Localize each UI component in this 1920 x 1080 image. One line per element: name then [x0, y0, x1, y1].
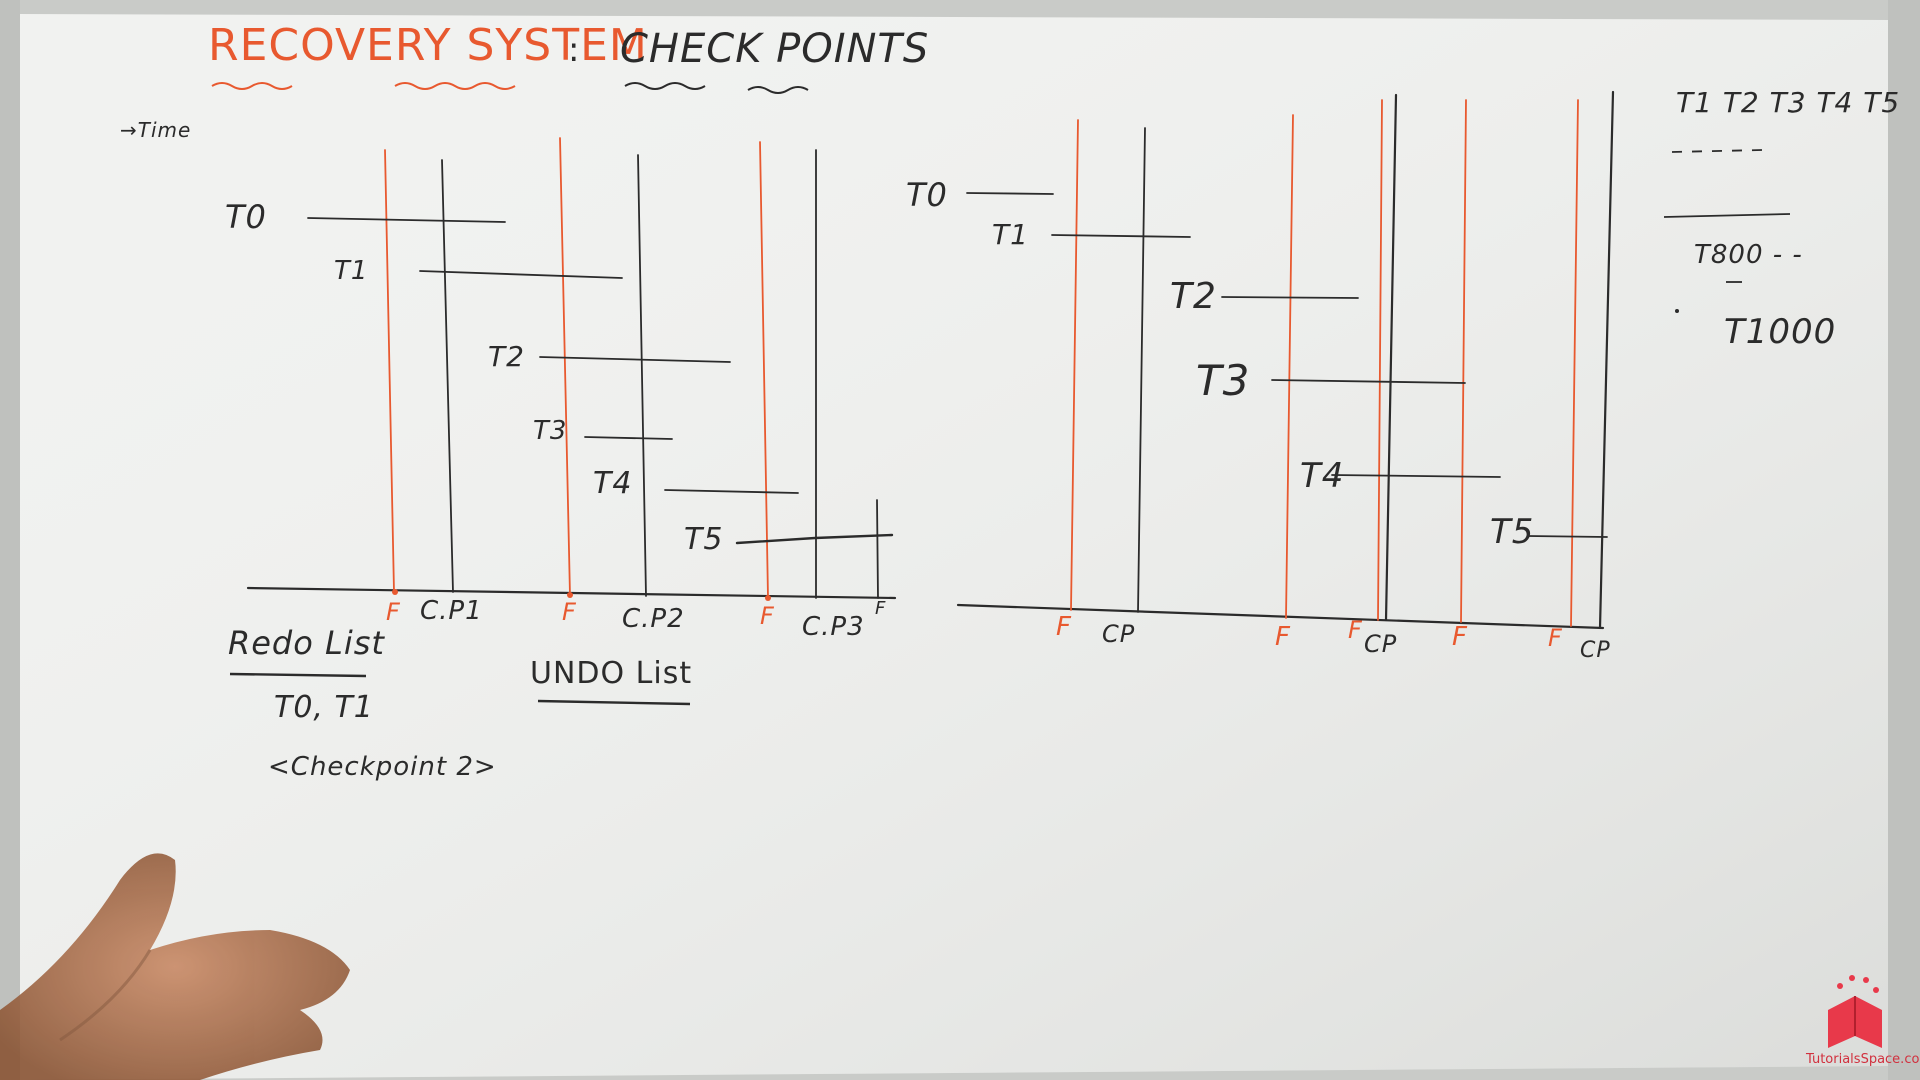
failure-line: [759, 141, 769, 599]
transaction-bar-t3: [1271, 379, 1466, 384]
side-divider: [1663, 213, 1791, 218]
transaction-bar-t2: [1221, 296, 1359, 299]
redo-underline: [229, 672, 367, 678]
checkpoint-line: [637, 154, 647, 597]
transaction-bar-t5: [1527, 535, 1608, 538]
transaction-bar-t1: [1051, 234, 1191, 238]
title-underline-left-2: [394, 82, 516, 90]
undo-underline: [537, 699, 691, 706]
side-dashes: [1671, 149, 1763, 153]
checkpoint-line: [441, 159, 454, 593]
title-underline-right-2: [747, 86, 809, 94]
failure-line: [876, 499, 879, 599]
diagram-1: [246, 137, 897, 601]
transaction-bar-t0: [307, 217, 506, 223]
logo-icon: [1828, 975, 1882, 1048]
checkpoint-line: [1384, 93, 1398, 622]
failure-line: [1377, 99, 1383, 621]
diagram-2: [956, 90, 1615, 630]
checkpoint-line: [1137, 127, 1146, 613]
transaction-bar-t4: [1331, 474, 1501, 478]
timeline-axis: [956, 603, 1605, 630]
presenter-hand: [0, 853, 350, 1080]
failure-line: [1570, 99, 1579, 627]
transaction-bar-t3: [584, 436, 673, 440]
failure-line: [1070, 119, 1079, 611]
transaction-bar-t5: [735, 533, 894, 545]
title-underline-left: [211, 82, 293, 90]
failure-line: [559, 137, 571, 597]
failure-line: [1460, 99, 1467, 623]
failure-line: [1285, 114, 1294, 619]
transaction-bar-t0: [966, 192, 1054, 195]
checkpoint-line: [1598, 90, 1615, 630]
failure-line: [384, 149, 395, 593]
transaction-bar-t1: [419, 270, 623, 279]
title-underline-right: [624, 82, 706, 90]
transaction-bar-t4: [664, 489, 799, 494]
transaction-bar-t2: [539, 356, 731, 363]
